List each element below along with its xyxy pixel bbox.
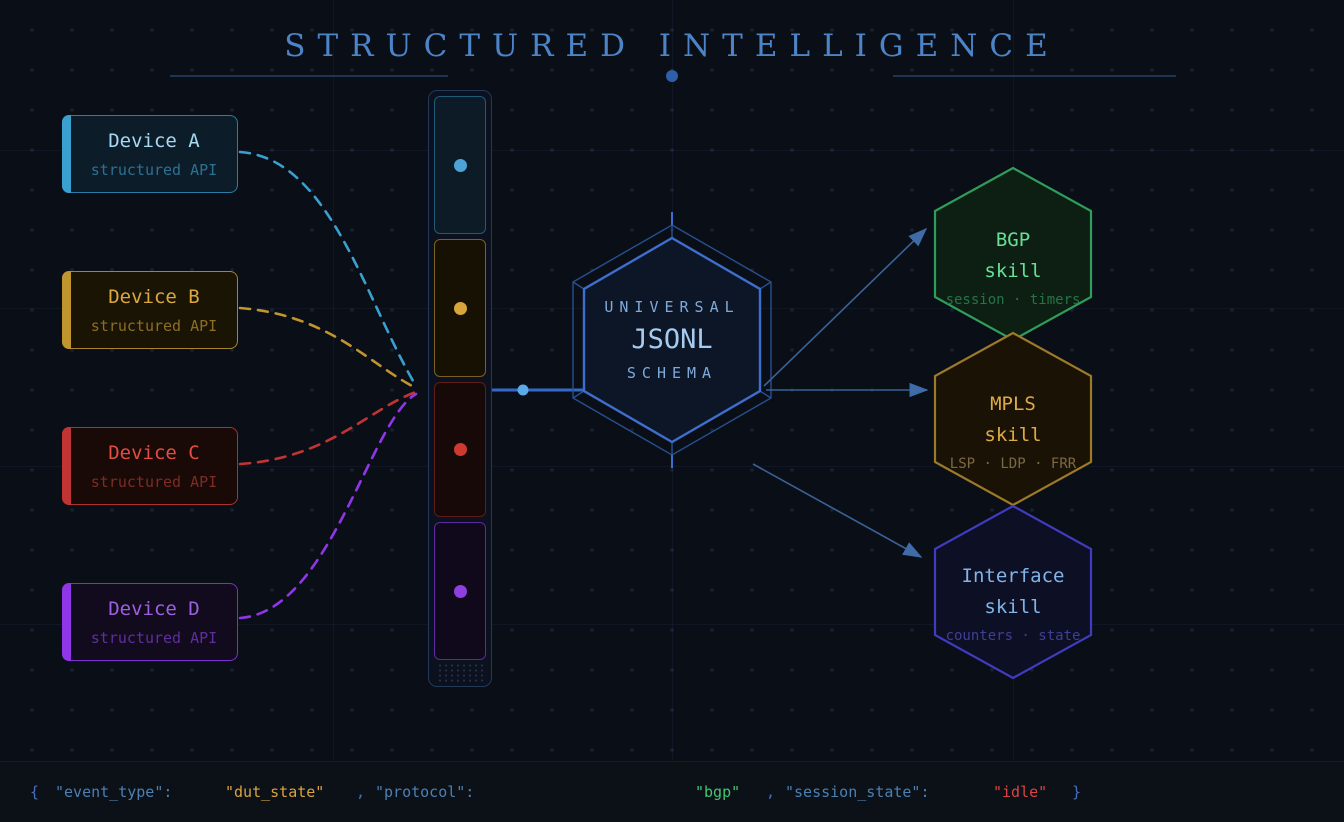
device-name: Device B [108, 285, 200, 308]
skill-label: skill [984, 596, 1042, 618]
skill-name: BGP [995, 229, 1031, 251]
device-card-a: Device A structured API [62, 115, 238, 193]
flow-curve-device-a [238, 150, 418, 388]
arrow-to-interface-skill [752, 463, 923, 558]
pipeline-event-dot [453, 301, 467, 315]
title-rule-right [893, 75, 1176, 77]
wireframe-edge [759, 281, 772, 290]
pipeline-event-dot [453, 443, 467, 456]
skill-name: Interface [961, 565, 1065, 587]
device-accent-bar [62, 427, 71, 505]
wireframe-edge [572, 390, 585, 399]
schema-line-universal: UNIVERSAL [604, 298, 740, 316]
schema-line-schema: SCHEMA [626, 364, 718, 382]
device-accent-bar [62, 271, 71, 349]
pipeline-footer-hatch [437, 663, 485, 682]
skill-tags: session · timers [945, 292, 1081, 308]
flow-curve-device-b [238, 306, 418, 390]
device-api-label: structured API [90, 316, 218, 335]
device-card-b: Device B structured API [62, 271, 238, 349]
skill-hexagon-interface [933, 504, 1093, 680]
pipeline-event-dot [453, 584, 467, 598]
pipeline-slot-device-d [434, 522, 486, 660]
grid-line-horizontal [0, 150, 1344, 151]
skill-name: MPLS [990, 393, 1036, 415]
skill-text-mpls: MPLS skill LSP · LDP · FRR [935, 394, 1091, 472]
device-api-label: structured API [90, 628, 218, 647]
skill-label: skill [984, 260, 1042, 282]
schema-line-jsonl: JSONL [631, 324, 713, 355]
feed-dot [517, 384, 529, 396]
pipeline-slot-device-a [434, 96, 486, 234]
grid-line-vertical [333, 0, 334, 762]
skill-text-interface: Interface skill counters · state [935, 566, 1091, 644]
skill-text-bgp: BGP skill session · timers [935, 230, 1091, 308]
pipeline-event-dot [453, 158, 467, 172]
json-value-bgp: "bgp" [695, 783, 741, 801]
device-api-label: structured API [90, 472, 218, 491]
schema-hexagon [582, 236, 762, 444]
wireframe-edge [572, 281, 585, 290]
title-center-dot [666, 70, 678, 82]
skill-label: skill [984, 424, 1042, 446]
pipeline-slot-device-b [434, 239, 486, 377]
wireframe-edge [759, 390, 772, 399]
flow-curve-device-d [238, 392, 418, 620]
device-api-label: structured API [90, 160, 218, 179]
status-bar: { "event_type": "dut_state" , "protocol"… [0, 761, 1344, 822]
device-name: Device D [108, 597, 200, 620]
device-card-c: Device C structured API [62, 427, 238, 505]
json-key-session-state: "session_state": [785, 783, 930, 801]
arrow-to-bgp-skill [763, 227, 928, 387]
json-open-brace: { [30, 783, 40, 801]
json-key-event-type: "event_type": [55, 783, 173, 801]
device-accent-bar [62, 583, 71, 661]
json-key-protocol: "protocol": [375, 783, 475, 801]
schema-hub-text: UNIVERSAL JSONL SCHEMA [584, 298, 760, 383]
json-close-brace: } [1072, 783, 1082, 801]
json-comma: , [766, 783, 776, 801]
device-name: Device A [108, 129, 200, 152]
skill-tags: counters · state [945, 628, 1081, 644]
json-value-dut-state: "dut_state" [225, 783, 325, 801]
page-title: STRUCTURED INTELLIGENCE [284, 28, 1060, 64]
flow-curve-device-c [238, 390, 418, 466]
grid-line-horizontal [0, 624, 1344, 625]
pipeline-slot-device-c [434, 382, 486, 517]
device-card-d: Device D structured API [62, 583, 238, 661]
json-comma: , [356, 783, 366, 801]
device-accent-bar [62, 115, 71, 193]
skill-tags: LSP · LDP · FRR [949, 456, 1077, 472]
title-rule-left [170, 75, 448, 77]
json-value-idle: "idle" [993, 783, 1048, 801]
device-name: Device C [108, 441, 200, 464]
